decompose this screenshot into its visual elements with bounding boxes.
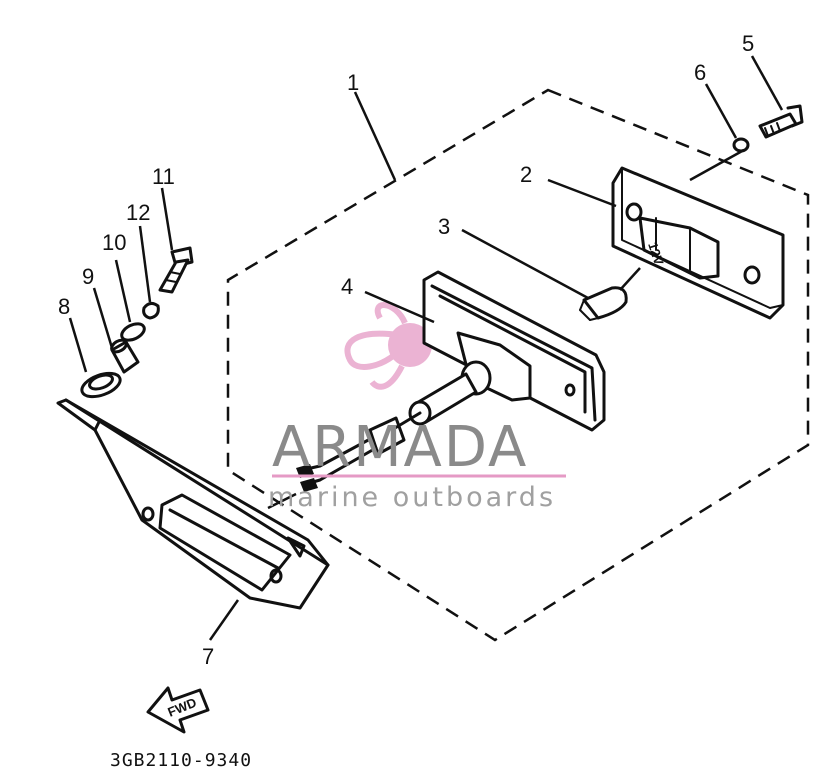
callout-11-12-left: 12 [126,200,150,225]
callout-10: 10 [102,230,126,255]
part-7-bracket [56,398,330,610]
watermark-tagline: marine outboards [268,482,556,513]
watermark-brand: ARMADA [272,415,528,480]
callout-4: 4 [341,274,353,299]
propeller-logo [344,302,432,390]
part-11-bolt [158,246,194,294]
callout-8: 8 [58,294,70,319]
part-12-spring-washer [142,301,160,320]
callout-6: 6 [694,60,706,85]
part-3-bulb [579,286,628,321]
part-8-grommet [80,371,122,399]
part-4-lamp-housing [408,270,606,432]
callout-9: 9 [82,264,94,289]
callout-5: 5 [742,31,754,56]
assembly-boundary [226,88,810,642]
callout-7: 7 [202,644,214,669]
diagram-part-code: 3GB2110-9340 [110,750,252,771]
part-6-washer [732,137,750,153]
callout-labels: 1 2 3 4 5 6 7 8 9 10 12 11 [58,31,754,669]
callout-3: 3 [438,214,450,239]
callout-2: 2 [520,162,532,187]
part-2-lamp-lens: 12V [611,166,785,320]
callout-1: 1 [347,70,359,95]
part-10-washer [120,322,146,342]
callout-11: 11 [152,164,175,189]
leader-lines [68,55,784,641]
part-9-collar [110,338,140,374]
part-5-screw [758,104,804,139]
lamp-voltage-marking: 12V [645,240,667,267]
forward-arrow-icon: FWD [146,686,210,734]
